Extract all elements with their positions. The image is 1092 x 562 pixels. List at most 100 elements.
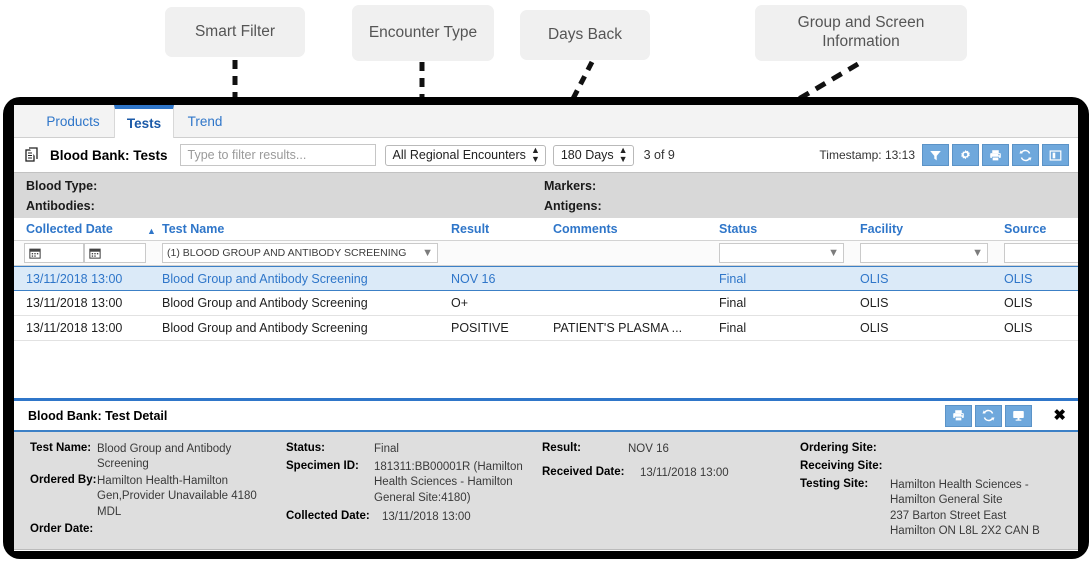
detail-result-label: Result:: [542, 442, 581, 454]
detail-collected-date-label: Collected Date:: [286, 510, 370, 522]
split-panel-icon: [1049, 149, 1062, 161]
filter-status[interactable]: ▼: [719, 243, 844, 263]
detail-specimen-id-value: 181311:BB00001R (Hamilton Health Science…: [374, 461, 523, 504]
detail-received-date-label: Received Date:: [542, 466, 625, 478]
detail-refresh-button[interactable]: [975, 404, 1003, 427]
table-row[interactable]: 13/11/2018 13:00 Blood Group and Antibod…: [14, 316, 1078, 341]
column-header-facility[interactable]: Facility: [860, 222, 904, 236]
cell-result: NOV 16: [451, 272, 496, 286]
column-header-result[interactable]: Result: [451, 222, 490, 236]
detail-display-button[interactable]: [1005, 404, 1033, 427]
settings-button[interactable]: [952, 144, 979, 166]
detail-body: Test Name: Blood Group and Antibody Scre…: [14, 432, 1078, 550]
chevron-down-icon: ▼: [828, 246, 839, 259]
cell-facility: OLIS: [860, 296, 889, 310]
table-row[interactable]: 13/11/2018 13:00 Blood Group and Antibod…: [14, 291, 1078, 316]
detail-received-date-value: 13/11/2018 13:00: [640, 467, 729, 479]
cell-facility: OLIS: [860, 321, 889, 335]
days-back-value: 180 Days: [560, 148, 614, 162]
filter-facility[interactable]: ▼: [860, 243, 988, 263]
cell-source: OLIS: [1004, 296, 1033, 310]
calendar-icon: [29, 248, 41, 259]
detail-print-button[interactable]: [945, 404, 973, 427]
detail-status-label: Status:: [286, 442, 325, 454]
grid-header-row: Collected Date ▲ Test Name Result Commen…: [14, 218, 1078, 241]
cell-result: O+: [451, 296, 469, 310]
table-row[interactable]: 13/11/2018 13:00 Blood Group and Antibod…: [14, 266, 1078, 291]
chevron-down-icon: ▼: [972, 246, 983, 259]
grid-filter-row: (1) BLOOD GROUP AND ANTIBODY SCREENING ▼…: [14, 241, 1078, 266]
detail-ordered-by-value: Hamilton Health-Hamilton Gen,Provider Un…: [97, 475, 257, 518]
detail-buttons: ✖: [945, 404, 1066, 427]
days-back-select[interactable]: 180 Days ▲▼: [552, 144, 634, 166]
encounter-type-select[interactable]: All Regional Encounters ▲▼: [384, 144, 546, 166]
filter-button[interactable]: [922, 144, 949, 166]
column-header-comments[interactable]: Comments: [553, 222, 618, 236]
cell-result: POSITIVE: [451, 321, 509, 335]
tab-trend[interactable]: Trend: [174, 105, 236, 138]
panel-title: Blood Bank: Tests: [50, 147, 168, 163]
filter-date-to[interactable]: [84, 243, 146, 263]
tab-tests-label: Tests: [126, 116, 162, 131]
filter-source[interactable]: [1004, 243, 1078, 263]
filter-test-name[interactable]: (1) BLOOD GROUP AND ANTIBODY SCREENING ▼: [162, 243, 438, 263]
callout-group-screen-label: Group and Screen Information: [797, 14, 925, 50]
updown-arrows-icon: ▲▼: [618, 145, 628, 164]
cell-comments: PATIENT'S PLASMA ...: [553, 321, 683, 335]
callout-encounter-type-label: Encounter Type: [368, 23, 478, 41]
column-header-source[interactable]: Source: [1004, 222, 1047, 236]
smart-filter-placeholder: Type to filter results...: [187, 148, 307, 162]
tab-strip: Products Tests Trend: [14, 105, 1078, 139]
detail-testing-site-label: Testing Site:: [800, 478, 869, 490]
cell-status: Final: [719, 321, 747, 335]
calendar-icon: [89, 248, 101, 259]
detail-title: Blood Bank: Test Detail: [28, 408, 168, 423]
cell-status: Final: [719, 296, 747, 310]
refresh-icon: [1019, 149, 1032, 161]
layout-button[interactable]: [1042, 144, 1069, 166]
filter-test-name-value: (1) BLOOD GROUP AND ANTIBODY SCREENING: [167, 247, 407, 259]
detail-header: Blood Bank: Test Detail: [14, 401, 1078, 432]
sort-ascending-icon: ▲: [147, 226, 156, 236]
column-header-test-name[interactable]: Test Name: [162, 222, 225, 236]
detail-ordering-site-label: Ordering Site:: [800, 442, 877, 454]
smart-filter-input[interactable]: Type to filter results...: [179, 144, 376, 166]
monitor-icon: [1013, 411, 1025, 421]
callout-encounter-type: Encounter Type: [352, 5, 494, 61]
refresh-button[interactable]: [1012, 144, 1039, 166]
callout-group-and-screen: Group and Screen Information: [755, 5, 967, 61]
markers-label: Markers:: [544, 179, 597, 193]
detail-test-name-value: Blood Group and Antibody Screening: [97, 443, 232, 471]
callout-days-back: Days Back: [520, 10, 650, 60]
print-button[interactable]: [982, 144, 1009, 166]
close-icon[interactable]: ✖: [1053, 407, 1066, 424]
application-screen: Products Tests Trend Blood Bank: Tests T…: [14, 105, 1078, 551]
cell-test-name: Blood Group and Antibody Screening: [162, 321, 368, 335]
timestamp-label: Timestamp: 13:13: [819, 148, 915, 162]
column-header-status[interactable]: Status: [719, 222, 758, 236]
results-grid: Collected Date ▲ Test Name Result Commen…: [14, 218, 1078, 341]
detail-receiving-site-label: Receiving Site:: [800, 460, 883, 472]
cell-source: OLIS: [1004, 321, 1033, 335]
encounter-type-value: All Regional Encounters: [392, 148, 526, 162]
updown-arrows-icon: ▲▼: [530, 145, 540, 164]
detail-testing-site-value: Hamilton Health Sciences - Hamilton Gene…: [890, 479, 1040, 537]
refresh-icon: [982, 409, 995, 422]
record-count: 3 of 9: [643, 148, 675, 162]
printer-icon: [990, 149, 1001, 161]
tab-tests[interactable]: Tests: [114, 105, 174, 139]
funnel-icon: [930, 150, 941, 160]
cell-collected-date: 13/11/2018 13:00: [26, 296, 123, 310]
detail-collected-date-value: 13/11/2018 13:00: [382, 511, 471, 523]
callout-smart-filter: Smart Filter: [165, 7, 305, 57]
toolbar: Blood Bank: Tests Type to filter results…: [14, 138, 1078, 172]
filter-date-from[interactable]: [24, 243, 84, 263]
cell-test-name: Blood Group and Antibody Screening: [162, 272, 368, 286]
tab-products[interactable]: Products: [32, 105, 114, 138]
detail-status-value: Final: [374, 443, 399, 455]
antibodies-label: Antibodies:: [26, 199, 95, 213]
column-header-collected-date[interactable]: Collected Date: [26, 222, 113, 236]
cell-source: OLIS: [1004, 272, 1033, 286]
tab-trend-label: Trend: [187, 114, 223, 129]
test-detail-panel: Blood Bank: Test Detail: [14, 398, 1078, 551]
